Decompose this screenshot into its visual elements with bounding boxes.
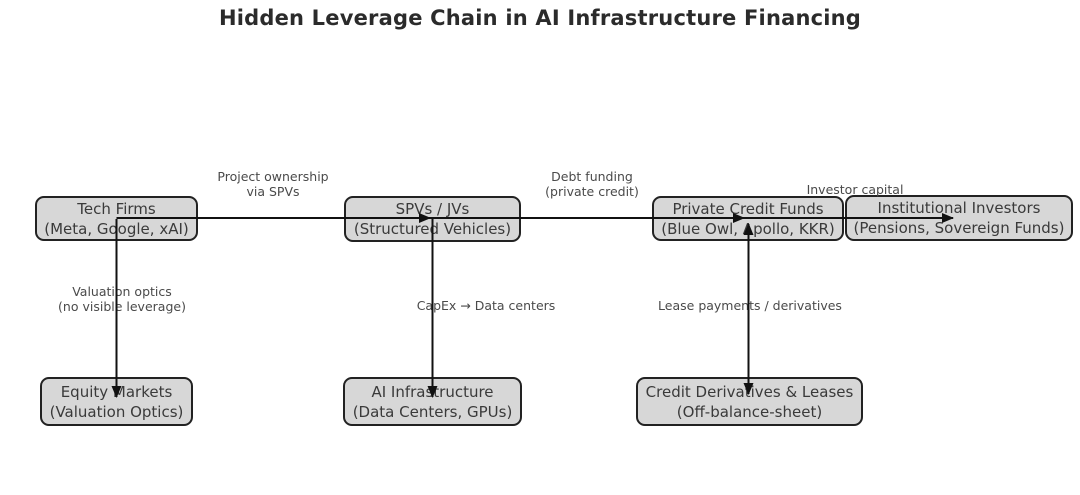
- edge-label-investor-capital: Investor capital: [806, 182, 904, 198]
- node-credit-derivatives-leases: Credit Derivatives & Leases (Off-balance…: [636, 377, 863, 426]
- edge-label-line: (private credit): [545, 183, 639, 199]
- edge-label-line: (no visible leverage): [58, 298, 186, 314]
- node-sublabel: (Structured Vehicles): [353, 220, 512, 238]
- edge-label-line: CapEx → Data centers: [416, 298, 556, 313]
- edge-label-valuation-optics: Valuation optics (no visible leverage): [58, 284, 186, 314]
- edge-label-line: Valuation optics: [72, 284, 172, 299]
- node-label: Equity Markets: [60, 382, 173, 401]
- node-tech-firms: Tech Firms (Meta, Google, xAI): [35, 196, 198, 241]
- edge-label-lease-payments: Lease payments / derivatives: [658, 298, 842, 314]
- node-label: Tech Firms: [77, 199, 156, 218]
- node-institutional-investors: Institutional Investors (Pensions, Sover…: [845, 195, 1073, 241]
- node-label: Private Credit Funds: [672, 199, 824, 218]
- edge-label-line: Lease payments / derivatives: [658, 298, 842, 313]
- edge-label-capex-data-centers: CapEx → Data centers: [416, 298, 556, 314]
- node-sublabel: (Data Centers, GPUs): [352, 402, 513, 421]
- node-sublabel: (Pensions, Sovereign Funds): [853, 219, 1065, 237]
- node-label: Institutional Investors: [877, 199, 1041, 217]
- edge-label-debt-funding: Debt funding (private credit): [545, 169, 639, 199]
- node-equity-markets: Equity Markets (Valuation Optics): [40, 377, 193, 426]
- edge-label-project-ownership: Project ownership via SPVs: [217, 169, 329, 199]
- node-private-credit-funds: Private Credit Funds (Blue Owl, Apollo, …: [652, 196, 844, 241]
- node-label: SPVs / JVs: [395, 200, 470, 218]
- node-label: AI Infrastructure: [371, 382, 494, 401]
- edge-label-line: Investor capital: [806, 182, 904, 197]
- node-label: Credit Derivatives & Leases: [645, 382, 854, 401]
- page-title: Hidden Leverage Chain in AI Infrastructu…: [218, 6, 862, 30]
- node-sublabel: (Valuation Optics): [49, 402, 184, 421]
- edge-label-line: Project ownership: [217, 169, 329, 184]
- node-ai-infrastructure: AI Infrastructure (Data Centers, GPUs): [343, 377, 522, 426]
- edge-label-line: via SPVs: [246, 183, 300, 199]
- node-sublabel: (Off-balance-sheet): [676, 402, 823, 421]
- node-spvs-jvs: SPVs / JVs (Structured Vehicles): [344, 196, 521, 242]
- node-sublabel: (Blue Owl, Apollo, KKR): [661, 219, 835, 238]
- edge-label-line: Debt funding: [551, 169, 633, 184]
- node-sublabel: (Meta, Google, xAI): [44, 219, 189, 238]
